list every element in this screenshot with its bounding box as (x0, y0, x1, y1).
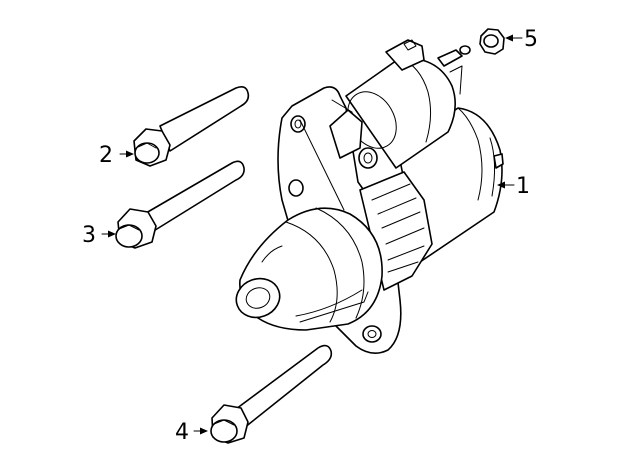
callout-number-2: 2 (99, 143, 113, 168)
callout-arrow-2 (119, 150, 134, 158)
bolt-3[interactable] (115, 160, 245, 249)
bolt-2[interactable] (133, 86, 250, 167)
callout-arrow-4 (193, 427, 208, 435)
callout-arrow-1 (497, 181, 515, 189)
callout-number-1: 1 (516, 174, 530, 199)
callout-arrow-3 (101, 230, 116, 238)
callout-arrow-5 (505, 34, 523, 42)
callout-number-4: 4 (175, 420, 189, 445)
nut-5[interactable] (479, 28, 505, 55)
starter-motor-1[interactable] (231, 39, 504, 354)
callout-number-5: 5 (524, 27, 538, 52)
callout-number-3: 3 (82, 223, 96, 248)
bolt-4[interactable] (210, 344, 333, 444)
